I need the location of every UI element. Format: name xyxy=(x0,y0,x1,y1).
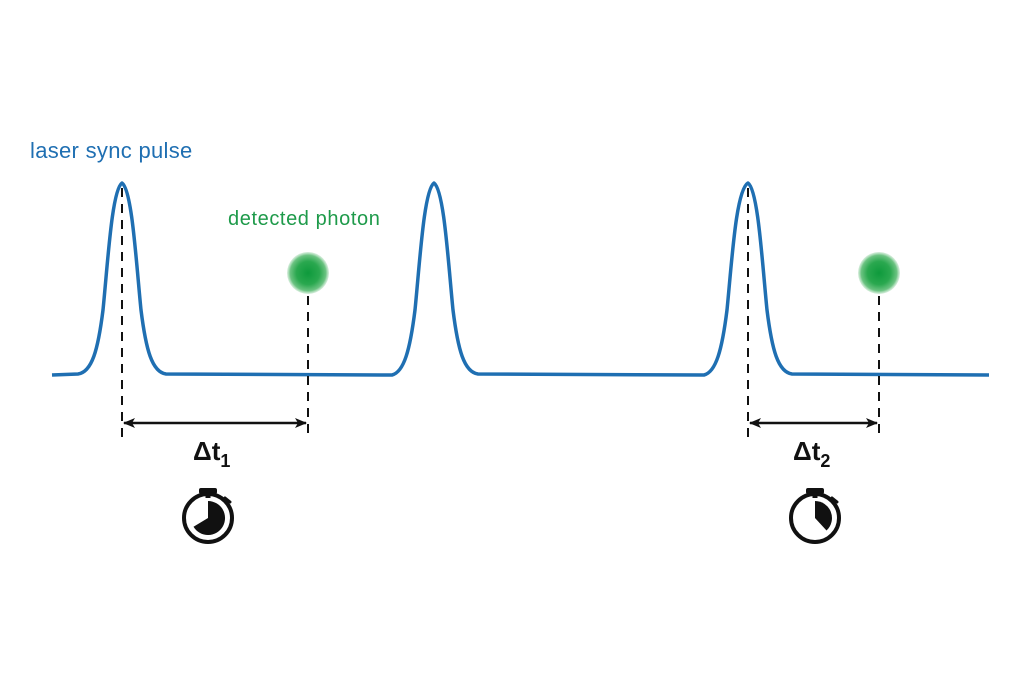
dashed-guides xyxy=(121,188,880,438)
delta-t1-label: Δt1 xyxy=(193,436,231,471)
detected-photon-label: detected photon xyxy=(228,208,381,230)
photon-2 xyxy=(858,252,900,294)
laser-sync-pulse-label: laser sync pulse xyxy=(30,138,193,163)
stopwatch-icon-2 xyxy=(789,488,841,544)
laser-pulse-trace xyxy=(51,181,990,377)
photon-1 xyxy=(287,252,329,294)
delta-t2-label: Δt2 xyxy=(793,436,831,471)
stopwatch-icon-1 xyxy=(182,488,234,544)
